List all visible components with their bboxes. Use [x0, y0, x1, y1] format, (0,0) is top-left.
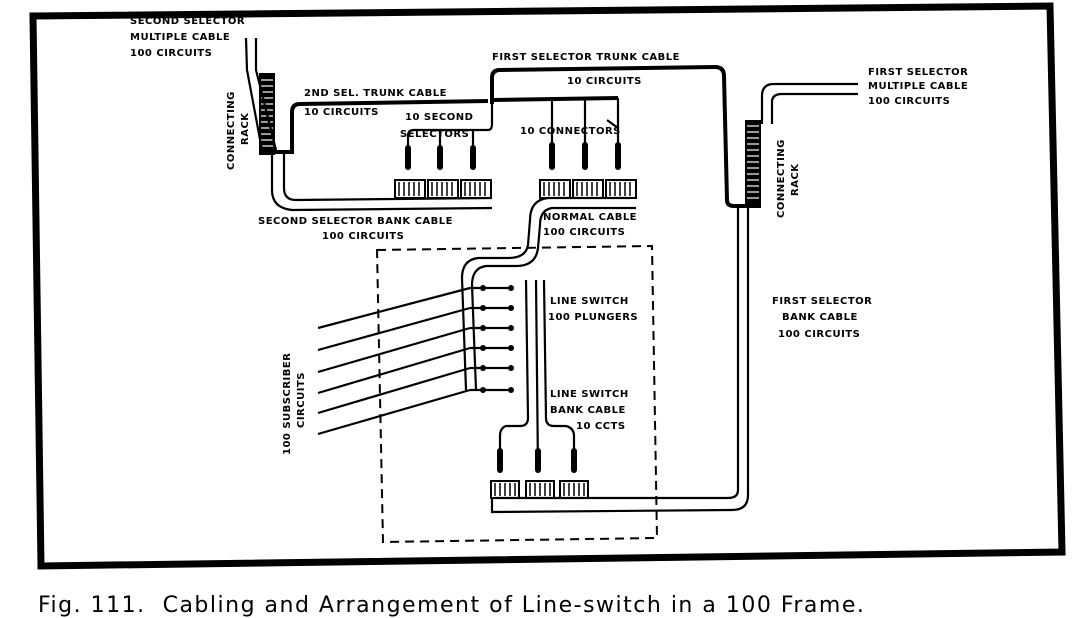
- connector-trunk-bus: [491, 96, 619, 102]
- second-selector-multiple-cable: [244, 37, 278, 151]
- svg-text:LINE SWITCH: LINE SWITCH: [550, 389, 629, 400]
- svg-text:FIRST SELECTOR: FIRST SELECTOR: [772, 296, 872, 307]
- svg-text:100 CIRCUITS: 100 CIRCUITS: [322, 231, 404, 242]
- svg-text:FIRST SELECTOR: FIRST SELECTOR: [868, 67, 968, 78]
- second-selectors: [394, 104, 494, 199]
- label-ten-second-selectors: 10 SECOND SELECTORS: [400, 112, 473, 140]
- plunger-arrows: [470, 285, 514, 393]
- svg-text:100 SUBSCRIBER: 100 SUBSCRIBER: [282, 353, 293, 455]
- label-first-selector-trunk-cable: FIRST SELECTOR TRUNK CABLE 10 CIRCUITS: [492, 52, 680, 87]
- svg-text:CONNECTING: CONNECTING: [776, 139, 787, 218]
- label-first-selector-multiple-cable: FIRST SELECTOR MULTIPLE CABLE 100 CIRCUI…: [868, 67, 968, 107]
- line-switch-unit-boundary: [375, 244, 659, 544]
- label-first-selector-bank-cable: FIRST SELECTOR BANK CABLE 100 CIRCUITS: [772, 296, 872, 340]
- svg-text:100 CIRCUITS: 100 CIRCUITS: [778, 329, 860, 340]
- selector-plunger: [437, 145, 443, 170]
- svg-text:100 CIRCUITS: 100 CIRCUITS: [868, 96, 950, 107]
- label-second-selector-bank-cable: SECOND SELECTOR BANK CABLE 100 CIRCUITS: [258, 216, 453, 242]
- arrow-mark: [606, 119, 619, 129]
- label-subscriber-circuits: 100 SUBSCRIBER CIRCUITS: [282, 353, 307, 455]
- svg-text:2ND SEL. TRUNK CABLE: 2ND SEL. TRUNK CABLE: [304, 88, 447, 99]
- connector-bank: [572, 179, 604, 199]
- svg-text:MULTIPLE CABLE: MULTIPLE CABLE: [868, 81, 968, 92]
- svg-text:SELECTORS: SELECTORS: [400, 129, 469, 140]
- label-second-sel-trunk-cable: 2ND SEL. TRUNK CABLE 10 CIRCUITS: [304, 88, 447, 118]
- first-selector-trunk-cable: [490, 64, 748, 208]
- svg-text:10 CIRCUITS: 10 CIRCUITS: [304, 107, 379, 118]
- selector-plunger: [470, 145, 476, 170]
- line-switch-plunger: [535, 448, 541, 473]
- svg-text:10 CCTS: 10 CCTS: [576, 421, 626, 432]
- line-switch-bank: [490, 480, 520, 499]
- line-switch-bank: [559, 480, 589, 499]
- subscriber-circuits: [317, 286, 471, 436]
- line-switch-plunger: [497, 448, 503, 473]
- svg-text:MULTIPLE CABLE: MULTIPLE CABLE: [130, 32, 230, 43]
- label-second-selector-multiple-cable: SECOND SELECTOR MULTIPLE CABLE 100 CIRCU…: [130, 16, 245, 59]
- svg-text:100 CIRCUITS: 100 CIRCUITS: [543, 227, 625, 238]
- svg-text:SECOND SELECTOR: SECOND SELECTOR: [130, 16, 245, 27]
- diagram-frame: [29, 2, 1066, 570]
- label-ten-connectors: 10 CONNECTORS: [520, 126, 621, 137]
- line-switch-bank-cable: [490, 279, 589, 499]
- svg-text:100 CIRCUITS: 100 CIRCUITS: [130, 48, 212, 59]
- svg-text:LINE SWITCH: LINE SWITCH: [550, 296, 629, 307]
- connector-plunger: [549, 142, 555, 170]
- first-selector-bank-cable: [490, 208, 750, 514]
- first-selector-multiple-cable: [760, 82, 858, 124]
- second-sel-trunk-cable: [262, 99, 489, 154]
- svg-text:BANK CABLE: BANK CABLE: [782, 312, 858, 323]
- connector-plunger: [582, 142, 588, 170]
- normal-cable: [460, 196, 636, 391]
- connectors: [539, 98, 637, 199]
- label-right-connecting-rack: CONNECTING RACK: [776, 139, 801, 218]
- right-connecting-rack: [745, 120, 761, 208]
- selector-bank: [394, 179, 426, 199]
- label-line-switch-bank-cable: LINE SWITCH BANK CABLE 10 CCTS: [550, 389, 629, 432]
- svg-text:SECOND SELECTOR BANK CABLE: SECOND SELECTOR BANK CABLE: [258, 216, 453, 227]
- connector-bank: [539, 179, 571, 199]
- selector-bank: [427, 179, 459, 199]
- svg-text:NORMAL CABLE: NORMAL CABLE: [543, 212, 637, 223]
- connector-plunger: [615, 142, 621, 170]
- selector-plunger: [405, 145, 411, 170]
- svg-text:BANK CABLE: BANK CABLE: [550, 405, 626, 416]
- figure-caption: Fig. 111. Cabling and Arrangement of Lin…: [38, 593, 865, 618]
- svg-text:100 PLUNGERS: 100 PLUNGERS: [548, 312, 638, 323]
- selector-bank: [460, 179, 492, 199]
- line-switch-plunger: [571, 448, 577, 473]
- svg-text:RACK: RACK: [240, 112, 251, 145]
- second-selector-bank-cable: [270, 152, 493, 212]
- label-normal-cable: NORMAL CABLE 100 CIRCUITS: [543, 212, 637, 238]
- label-left-connecting-rack: CONNECTING RACK: [226, 91, 251, 170]
- connector-bank: [605, 179, 637, 199]
- svg-text:CIRCUITS: CIRCUITS: [296, 372, 307, 428]
- label-line-switch-plungers: LINE SWITCH 100 PLUNGERS: [548, 296, 638, 323]
- svg-text:RACK: RACK: [790, 163, 801, 196]
- svg-text:10 SECOND: 10 SECOND: [405, 112, 473, 123]
- svg-text:FIRST SELECTOR TRUNK CABLE: FIRST SELECTOR TRUNK CABLE: [492, 52, 680, 63]
- line-switch-bank: [525, 480, 555, 499]
- svg-text:10 CIRCUITS: 10 CIRCUITS: [567, 76, 642, 87]
- svg-text:CONNECTING: CONNECTING: [226, 91, 237, 170]
